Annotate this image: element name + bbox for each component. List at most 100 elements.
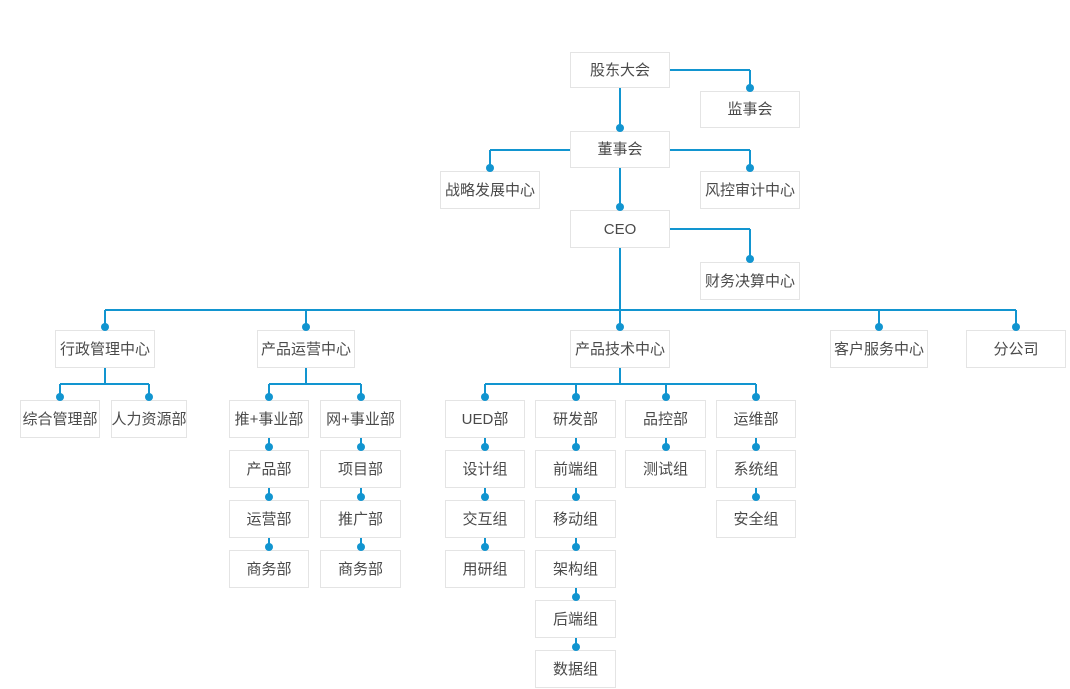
connector-line <box>485 383 756 385</box>
connector-line <box>670 69 750 71</box>
org-node-wang-bu: 网+事业部 <box>320 400 401 438</box>
connector-dot <box>356 493 365 501</box>
connector-dot <box>486 164 494 172</box>
connector-line <box>104 310 106 330</box>
connector-line <box>59 384 61 400</box>
connector-dot <box>616 203 624 211</box>
org-node-general-mgmt: 综合管理部 <box>20 400 100 438</box>
connector-dot <box>56 393 64 401</box>
org-node-mobile: 移动组 <box>535 500 616 538</box>
connector-line <box>574 384 577 400</box>
connector-dot <box>571 543 580 551</box>
connector-dot <box>616 124 624 132</box>
connector-dot <box>356 443 365 451</box>
connector-line <box>305 368 307 384</box>
org-node-product-ops: 产品运营中心 <box>257 330 355 368</box>
connector-dot <box>571 643 580 651</box>
connector-line <box>749 70 751 91</box>
connector-line <box>619 168 621 210</box>
org-node-board: 董事会 <box>570 131 670 168</box>
org-node-testing: 测试组 <box>625 450 706 488</box>
connector-line <box>619 310 621 330</box>
org-node-frontend: 前端组 <box>535 450 616 488</box>
connector-dot <box>746 84 754 92</box>
org-node-architecture: 架构组 <box>535 550 616 588</box>
connector-dot <box>356 393 365 401</box>
connector-dot <box>481 443 489 451</box>
org-node-operations-dept: 运营部 <box>229 500 309 538</box>
connector-line <box>670 148 750 151</box>
connector-line <box>619 88 621 131</box>
connector-line <box>664 384 667 400</box>
org-node-business-dept-b: 商务部 <box>320 550 401 588</box>
connector-line <box>269 383 361 385</box>
connector-dot <box>1012 323 1020 331</box>
org-node-rd: 研发部 <box>535 400 616 438</box>
connector-line <box>489 149 491 171</box>
connector-line <box>749 149 751 171</box>
connector-dot <box>571 443 580 451</box>
connector-line <box>484 384 486 400</box>
org-node-data-group: 数据组 <box>535 650 616 688</box>
connector-line <box>670 228 750 230</box>
connector-line <box>359 384 362 400</box>
org-node-product-tech: 产品技术中心 <box>570 330 670 368</box>
connector-line <box>755 384 757 400</box>
connector-line <box>105 309 1016 311</box>
connector-line <box>619 248 621 310</box>
connector-dot <box>571 593 580 601</box>
org-node-finance: 财务决算中心 <box>700 262 800 300</box>
connector-dot <box>265 493 273 501</box>
connector-dot <box>746 255 754 263</box>
connector-dot <box>571 393 580 401</box>
connector-dot <box>356 543 365 551</box>
connector-line <box>878 310 880 330</box>
org-node-tui-bu: 推+事业部 <box>229 400 309 438</box>
org-node-customer-service: 客户服务中心 <box>830 330 928 368</box>
org-node-product-dept: 产品部 <box>229 450 309 488</box>
org-node-project-dept: 项目部 <box>320 450 401 488</box>
org-node-business-dept-a: 商务部 <box>229 550 309 588</box>
connector-line <box>305 310 307 330</box>
connector-dot <box>481 393 489 401</box>
org-node-ops: 运维部 <box>716 400 796 438</box>
org-node-interaction: 交互组 <box>445 500 525 538</box>
org-node-system: 系统组 <box>716 450 796 488</box>
connector-dot <box>481 493 489 501</box>
connector-dot <box>302 323 310 331</box>
connector-dot <box>752 393 760 401</box>
connector-dot <box>101 323 109 331</box>
connector-dot <box>752 493 760 501</box>
connector-dot <box>875 323 883 331</box>
org-node-shareholders: 股东大会 <box>570 52 670 88</box>
connector-dot <box>265 443 273 451</box>
connector-line <box>749 229 751 262</box>
org-node-ceo: CEO <box>570 210 670 248</box>
connector-dot <box>571 493 580 501</box>
org-node-promotion-dept: 推广部 <box>320 500 401 538</box>
org-node-security: 安全组 <box>716 500 796 538</box>
connector-line <box>104 368 106 384</box>
connector-line <box>490 148 570 151</box>
org-node-design: 设计组 <box>445 450 525 488</box>
connector-line <box>268 384 270 400</box>
org-node-ued: UED部 <box>445 400 525 438</box>
org-node-risk-audit: 风控审计中心 <box>700 171 800 209</box>
org-node-qc: 品控部 <box>625 400 706 438</box>
org-node-strategy: 战略发展中心 <box>440 171 540 209</box>
connector-line <box>60 383 149 385</box>
connector-dot <box>616 323 624 331</box>
connector-line <box>148 384 150 400</box>
org-node-admin: 行政管理中心 <box>55 330 155 368</box>
org-node-branch: 分公司 <box>966 330 1066 368</box>
connector-line <box>619 368 621 384</box>
org-node-backend: 后端组 <box>535 600 616 638</box>
connector-dot <box>145 393 153 401</box>
connector-dot <box>746 164 754 172</box>
connector-dot <box>481 543 489 551</box>
connector-dot <box>661 443 670 451</box>
org-node-supervisory: 监事会 <box>700 91 800 128</box>
org-node-hr: 人力资源部 <box>111 400 187 438</box>
connector-dot <box>752 443 760 451</box>
